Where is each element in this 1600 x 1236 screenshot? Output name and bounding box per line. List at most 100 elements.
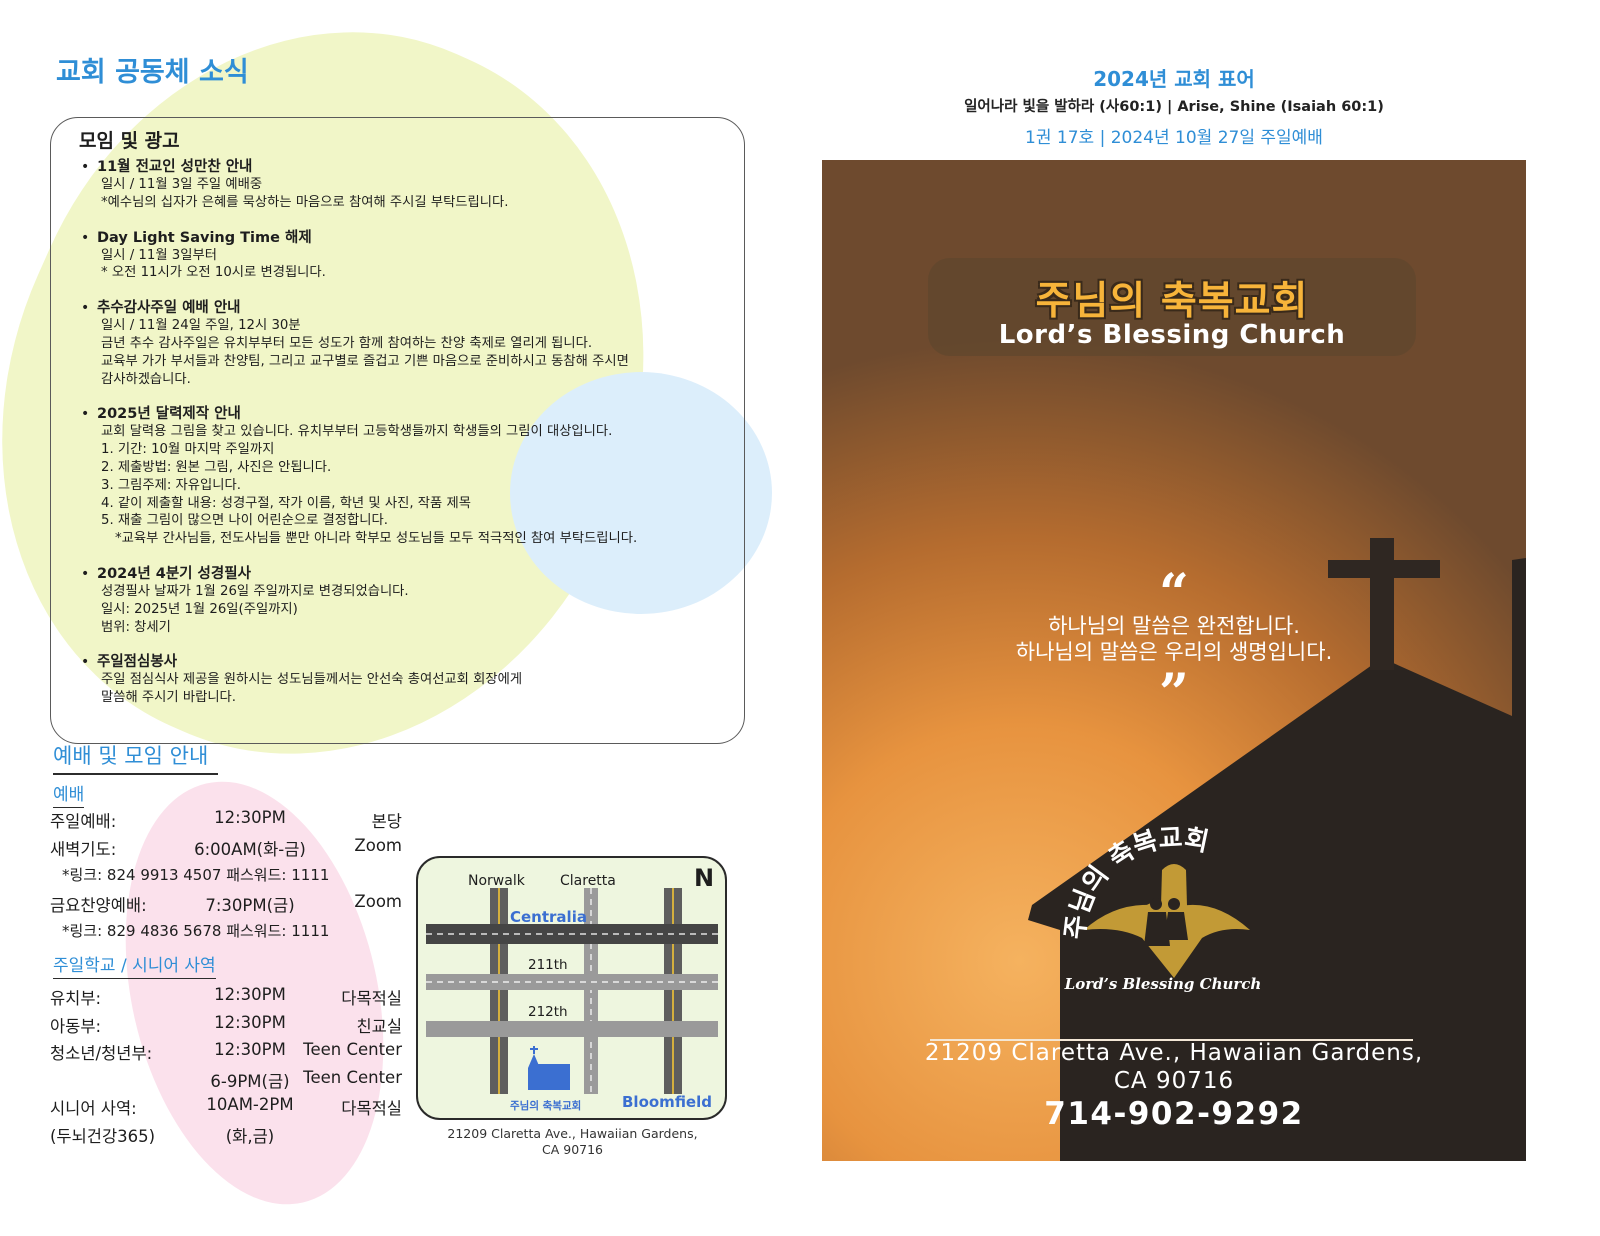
quote-open-mark: “ [1159,563,1189,624]
schedule-time: 10AM-2PM [206,1095,294,1115]
notice-line: *교육부 간사님들, 전도사님들 뿐만 아니라 학부모 성도님들 모두 적극적인… [115,531,638,547]
notice-line: 3. 그림주제: 자유입니다. [101,477,241,493]
notice-heading: 모임 및 광고 [79,130,180,152]
map-label-church: 주님의 축복교회 [510,1100,582,1112]
schedule-place: Teen Center [303,1067,402,1087]
notice-line: 주일 점심식사 제공을 원하시는 성도님들께서는 안선숙 총여선교회 회장에게 [101,672,523,688]
quote-close-mark: ” [1159,663,1189,724]
church-name-korean: 주님의 축복교회 [1035,279,1309,324]
north-indicator: N [694,864,715,892]
schedule-place: 다목적실 [341,1099,402,1119]
schedule-title: 예배 및 모임 안내 [53,740,218,775]
cover-photo: 주님의 축복교회 주님의 축복교회 Lord’s Blessing Church… [822,160,1526,1161]
schedule-time: 12:30PM [214,1040,286,1060]
schedule-place: 다목적실 [341,989,402,1008]
notice-title: 2025년 달력제작 안내 [97,406,241,423]
schedule-row: 6-9PM(금) Teen Center [50,1068,402,1092]
schedule-time: 12:30PM [214,1012,286,1032]
logo-caption: Lord’s Blessing Church [1064,975,1262,993]
street-map-graphic [426,888,718,1094]
zoom-link-info: *링크: 824 9913 4507 패스워드: 1111 [62,866,330,884]
notice-title: 주일점심봉사 [97,654,178,671]
quote-line-1: 하나님의 말씀은 완전합니다. [1048,614,1300,638]
church-map-icon [528,1046,570,1090]
schedule-row: 아동부: 12:30PM 친교실 [50,1013,402,1037]
motto-verse: 일어나라 빛을 발하라 (사60:1) | Arise, Shine (Isai… [964,99,1384,115]
schedule-place: 친교실 [356,1016,402,1036]
map-label-bloomfield: Bloomfield [622,1093,712,1111]
schedule-row: 유치부: 12:30PM 다목적실 [50,985,402,1009]
notice-title: Day Light Saving Time 해제 [97,229,312,246]
notice-line: 일시 / 11월 3일부터 [101,247,217,263]
school-subtitle: 주일학교 / 시니어 사역 [53,951,216,979]
address-line-2: CA 90716 [1113,1068,1235,1094]
address-divider [930,1039,1413,1041]
schedule-link-row: *링크: 829 4836 5678 패스워드: 1111 [50,920,402,944]
schedule-row: (두뇌건강365)(화,금) [50,1123,402,1147]
map-caption: 21209 Claretta Ave., Hawaiian Gardens, C… [420,1126,725,1158]
schedule-link-row: *링크: 824 9913 4507 패스워드: 1111 [50,864,402,888]
notice-line: 범위: 창세기 [101,619,171,635]
notice-line: 4. 같이 제출할 내용: 성경구절, 작가 이름, 학년 및 사진, 작품 제… [101,495,471,511]
zoom-link-info: *링크: 829 4836 5678 패스워드: 1111 [62,922,330,940]
schedule-time: 12:30PM [214,985,286,1004]
schedule-place: Teen Center [303,1040,402,1060]
notice-line: 2. 제출방법: 원본 그림, 사진은 안됩니다. [101,459,332,475]
quote-line-2: 하나님의 말씀은 우리의 생명입니다. [1015,640,1333,664]
notice-line: 일시 / 11월 24일 주일, 12시 30분 [101,318,301,334]
location-map: Norwalk Claretta N Centralia 211th 212th… [416,856,727,1120]
road-212th [426,1021,718,1037]
map-label-212th: 212th [528,1004,568,1020]
schedule-time: (화,금) [225,1127,275,1146]
notice-title: 2024년 4분기 성경필사 [97,565,251,582]
notice-line: 성경필사 날짜가 1월 26일 주일까지로 변경되었습니다. [101,583,409,599]
cross-horizontal [1328,560,1440,578]
notice-line: 감사하겠습니다. [101,371,191,387]
notice-title: 추수감사주일 예배 안내 [97,300,241,317]
schedule-row: 주일예배: 12:30PM 본당 [50,808,402,832]
church-name-banner: 주님의 축복교회 Lord’s Blessing Church [928,258,1416,356]
schedule-name: 청소년/청년부: [50,1044,153,1064]
logo-figures [1144,898,1188,946]
schedule-time: 12:30PM [214,808,286,827]
map-label-norwalk: Norwalk [468,873,525,889]
notice-line: * 오전 11시가 오전 10시로 변경됩니다. [101,265,326,281]
schedule-place: Zoom [354,892,402,911]
map-label-centralia: Centralia [510,908,587,926]
church-name-english: Lord’s Blessing Church [998,320,1346,350]
worship-subtitle: 예배 [53,780,85,808]
section-title: 교회 공동체 소식 [56,57,249,88]
schedule-place: 본당 [371,812,402,831]
map-caption-line1: 21209 Claretta Ave., Hawaiian Gardens, [447,1126,698,1141]
notice-line: 금년 추수 감사주일은 유치부부터 모든 성도가 함께 참여하는 찬양 축제로 … [101,335,593,351]
notice-line: 5. 재출 그림이 많으면 나이 어린순으로 결정합니다. [101,513,388,529]
schedule-row: 청소년/청년부: 12:30PM Teen Center [50,1040,402,1064]
notice-line: *예수님의 십자가 은혜를 묵상하는 마음으로 참여해 주시길 부탁드립니다. [101,194,509,210]
notice-line: 교회 달력용 그림을 찾고 있습니다. 유치부부터 고등학생들까지 학생들의 그… [101,424,613,440]
schedule-place: Zoom [354,836,402,855]
schedule-name: 새벽기도: [50,840,117,859]
notice-line: 1. 기간: 10월 마지막 주일까지 [101,442,275,458]
schedule-time: 7:30PM(금) [205,896,295,915]
notice-title: 11월 전교인 성만찬 안내 [97,159,253,175]
motto-title: 2024년 교회 표어 [1093,67,1255,91]
map-label-claretta: Claretta [560,873,616,889]
schedule-time: 6-9PM(금) [210,1071,290,1091]
notice-line: 일시 / 11월 3일 주일 예배중 [101,177,263,192]
schedule-name: 유치부: [50,989,102,1008]
church-silhouette: 주님의 축복교회 [1028,538,1526,1161]
schedule-row: 금요찬양예배:7:30PM(금)Zoom [50,892,402,916]
address-line-1: 21209 Claretta Ave., Hawaiian Gardens, [924,1040,1424,1066]
schedule-row: 새벽기도:6:00AM(화-금)Zoom [50,836,402,860]
phone-number: 714-902-9292 [1044,1096,1304,1132]
schedule-name: 아동부: [50,1016,102,1036]
schedule-name: 주일예배: [50,812,117,831]
